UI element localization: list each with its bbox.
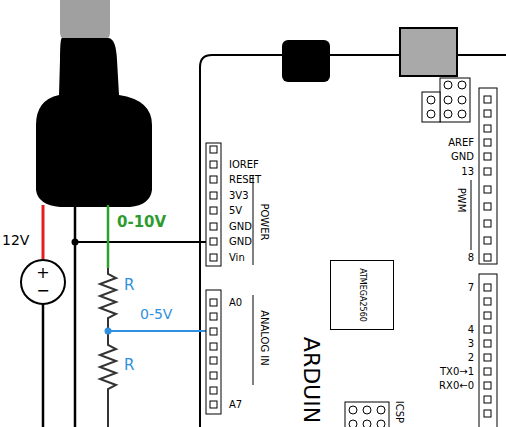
digital-header — [479, 88, 497, 264]
sensor-cap — [60, 0, 110, 42]
ground-wire — [42, 304, 45, 427]
resistor-label: R — [124, 277, 134, 294]
pin-name: Vin — [229, 252, 245, 263]
resistor-symbol — [100, 331, 116, 427]
pin-name: IOREF — [229, 159, 259, 170]
chip-node: ATMEGA2560 — [330, 260, 394, 330]
power-jack — [282, 40, 330, 82]
sensor-body — [36, 38, 152, 207]
voltage-label: 0-5V — [140, 307, 172, 322]
pin-name: AREF — [448, 137, 474, 148]
junction-dot — [105, 328, 112, 335]
header-pins — [484, 96, 491, 261]
pin-name: 8 — [468, 252, 474, 263]
pin-name: A0 — [229, 297, 242, 308]
pin-name: 3 — [468, 338, 474, 349]
power-header — [206, 143, 221, 266]
resistor-symbol — [100, 268, 116, 331]
pin-name: GND — [229, 221, 252, 232]
board-outline — [200, 55, 506, 427]
header-group-name: POWER — [259, 203, 270, 240]
voltage-label: 0-10V — [117, 214, 166, 231]
polarity-sign: + — [36, 264, 49, 282]
pin-name: TX0→1 — [440, 366, 474, 377]
divided-signal-wire — [108, 330, 209, 332]
pin-name: 4 — [468, 324, 474, 335]
supply-wire — [42, 205, 45, 260]
pin-name: 7 — [468, 282, 474, 293]
board-name: ARDUIN — [299, 337, 323, 423]
pin-name: RX0←0 — [439, 380, 474, 391]
ground-wire — [74, 205, 77, 427]
pin-name: 2 — [468, 352, 474, 363]
voltage-label: 12V — [2, 233, 29, 248]
icsp-header — [422, 78, 470, 122]
pin-name: 3V3 — [229, 190, 249, 201]
header-pins — [210, 299, 217, 408]
resistor-label: R — [124, 357, 134, 374]
group-line — [253, 295, 254, 385]
header-group-name: ANALOG IN — [259, 310, 270, 366]
pin-name: GND — [451, 151, 474, 162]
pin-name: GND — [229, 236, 252, 247]
pin-name: A7 — [229, 399, 242, 410]
ground-wire — [75, 241, 209, 243]
pin-name: 5V — [229, 205, 242, 216]
chip-name: ATMEGA2560 — [358, 268, 367, 322]
header-pins — [484, 284, 491, 417]
header-group-name: PWM — [456, 188, 467, 213]
battery-symbol — [21, 260, 65, 304]
group-line — [253, 175, 254, 265]
group-line — [471, 180, 472, 250]
analog-header — [206, 290, 221, 414]
pin-name: 13 — [461, 166, 474, 177]
digital-header — [479, 274, 497, 427]
header-name: ICSP — [394, 401, 405, 423]
header-pins — [210, 146, 217, 261]
pin-name: RESET — [229, 174, 261, 185]
battery-node: 12V+− — [21, 260, 65, 304]
signal-wire — [107, 205, 110, 268]
junction-dot — [72, 239, 79, 246]
icsp-header — [345, 402, 389, 427]
usb-connector — [400, 28, 457, 76]
polarity-sign: − — [36, 282, 49, 300]
